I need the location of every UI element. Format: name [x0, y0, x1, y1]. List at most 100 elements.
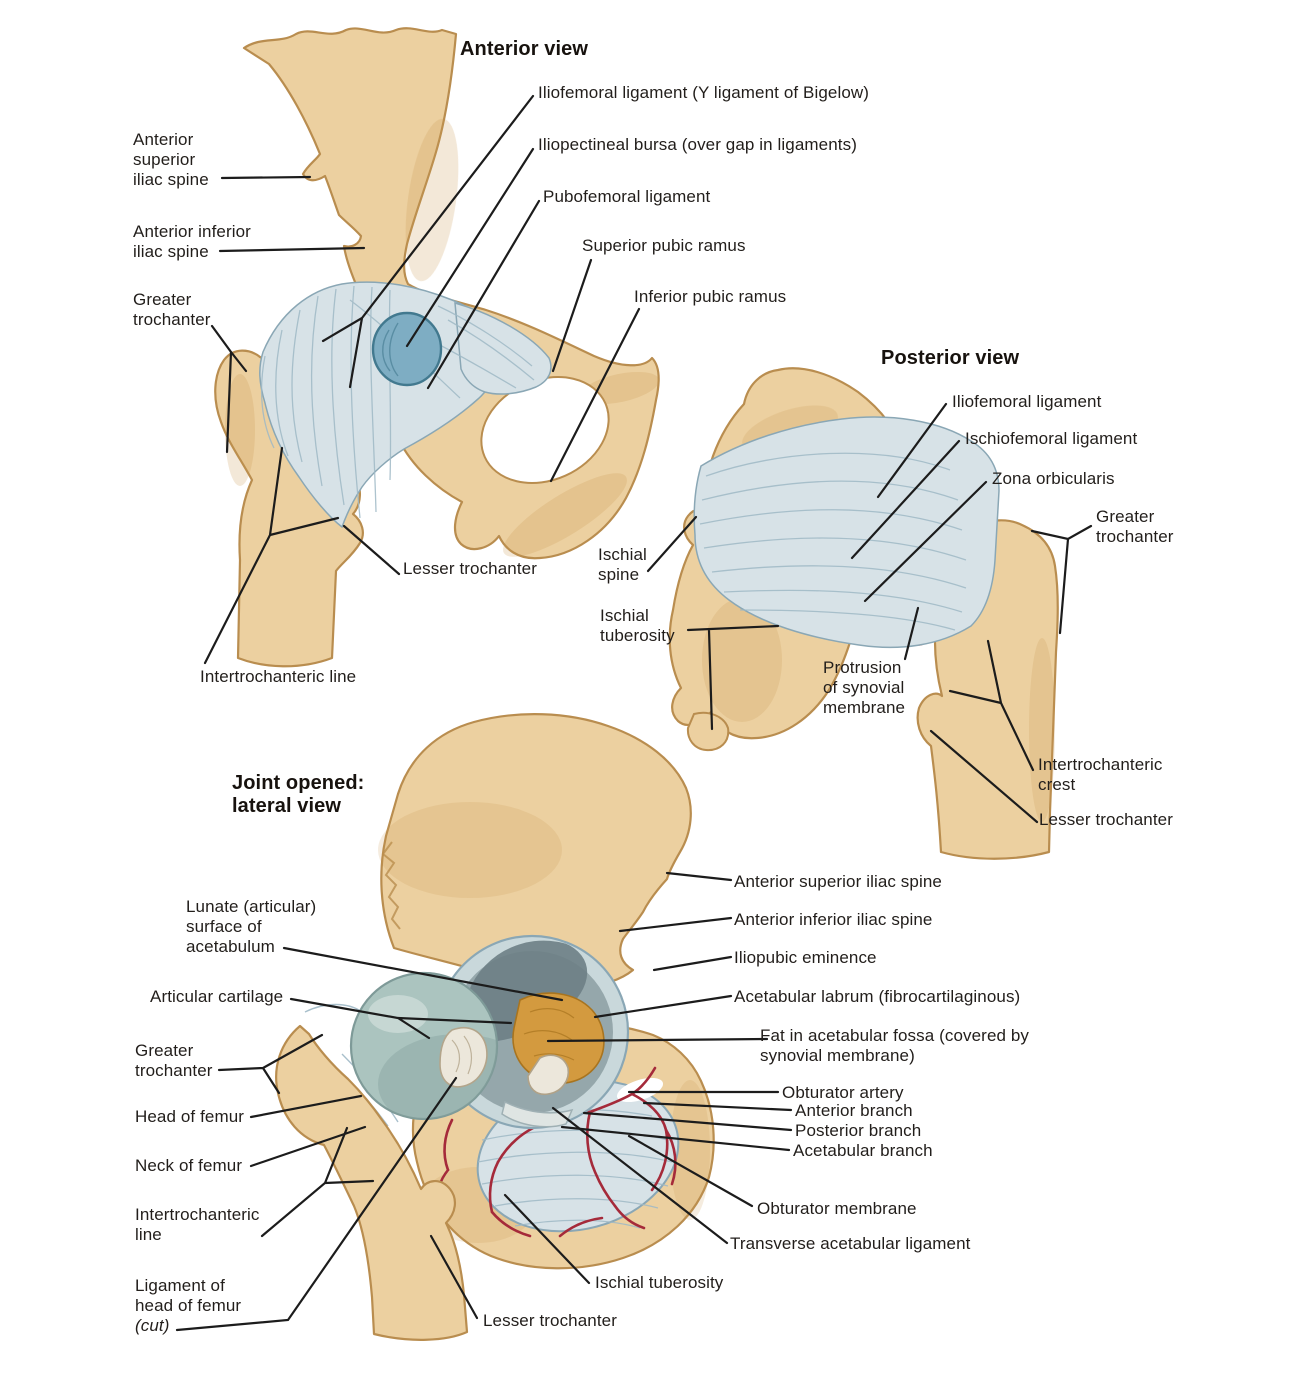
label-posterior-branch: Posterior branch	[795, 1121, 922, 1140]
leader-ischial-tuberosity-post	[686, 624, 780, 731]
leader-acetabular-labrum	[593, 994, 733, 1019]
leader-intertrochanteric-crest	[948, 639, 1035, 772]
label-lesser-trochanter-lat: Lesser trochanter	[483, 1311, 617, 1330]
posterior-view-title: Posterior view	[881, 347, 1020, 369]
leader-fat-in-fossa	[546, 1037, 769, 1043]
label-obturator-membrane: Obturator membrane	[757, 1199, 917, 1218]
label-iliopectineal-bursa: Iliopectineal bursa (over gap in ligamen…	[538, 135, 857, 154]
leader-asis-lat	[665, 871, 733, 882]
label-greater-trochanter-post: Greater trochanter	[1096, 507, 1174, 546]
anterior-view-art	[214, 27, 660, 668]
ligament-of-head-cut-text: (cut)	[135, 1316, 170, 1335]
leader-inferior-pubic-ramus	[549, 307, 641, 483]
label-neck-of-femur: Neck of femur	[135, 1156, 243, 1175]
label-acetabular-branch: Acetabular branch	[793, 1141, 933, 1160]
ligament-of-head-on-ball	[439, 1026, 488, 1088]
label-lesser-trochanter-post: Lesser trochanter	[1039, 810, 1173, 829]
leader-superior-pubic-ramus	[551, 258, 593, 373]
leader-zona-orbicularis	[863, 480, 988, 603]
leader-ischial-spine	[646, 515, 698, 573]
bursa-detail	[382, 322, 399, 377]
lateral-view-art	[275, 711, 730, 1341]
label-ischial-tuberosity-lat: Ischial tuberosity	[595, 1273, 724, 1292]
label-ligament-of-head: Ligament of head of femur(cut)	[135, 1276, 241, 1336]
label-ischial-spine: Ischial spine	[598, 545, 647, 584]
iliopectineal-bursa-shape	[371, 311, 443, 387]
leader-aiis	[218, 246, 366, 253]
leader-intertrochanteric-line-lat	[260, 1126, 375, 1238]
anterior-view-title: Anterior view	[460, 38, 588, 60]
label-intertrochanteric-line-ant: Intertrochanteric line	[200, 667, 357, 686]
label-lunate-surface: Lunate (articular) surface of acetabulum	[186, 897, 317, 956]
leader-lesser-trochanter-lat	[429, 1234, 479, 1320]
leader-iliofemoral	[321, 94, 535, 389]
label-aiis: Anterior inferior iliac spine	[133, 222, 251, 261]
ligament-streaks-posterior	[699, 452, 967, 631]
leader-obturator-membrane	[627, 1134, 754, 1208]
leader-lesser-trochanter-ant	[342, 524, 401, 576]
ligament-of-head-detail	[451, 1035, 473, 1075]
label-iliofemoral-ant: Iliofemoral ligament (Y ligament of Bige…	[538, 83, 870, 102]
fat-detail	[523, 1008, 575, 1061]
pubofemoral-ligament-shape	[454, 301, 552, 395]
femur-shade-anterior	[225, 374, 255, 486]
label-asis-lat: Anterior superior iliac spine	[734, 872, 942, 891]
leader-synovial-protrusion	[903, 606, 920, 661]
label-greater-trochanter-ant: Greater trochanter	[133, 290, 211, 329]
label-articular-cartilage: Articular cartilage	[150, 987, 284, 1006]
leader-posterior-branch	[582, 1111, 793, 1132]
ligament-of-head-text: Ligament of head of femur	[135, 1276, 242, 1315]
leader-ligament-of-head	[175, 1076, 458, 1332]
lateral-view-title: Joint opened: lateral view	[232, 772, 365, 817]
leader-iliopubic-eminence	[652, 955, 733, 972]
leader-greater-trochanter-ant	[210, 324, 248, 454]
label-acetabular-labrum: Acetabular labrum (fibrocartilaginous)	[734, 987, 1021, 1006]
leader-lesser-trochanter-post	[929, 729, 1039, 824]
leader-iliopectineal-bursa	[405, 147, 535, 348]
leader-lines	[175, 94, 1093, 1332]
label-iliopubic-eminence: Iliopubic eminence	[734, 948, 877, 967]
label-anterior-branch: Anterior branch	[795, 1101, 913, 1120]
label-obturator-artery: Obturator artery	[782, 1083, 904, 1102]
label-intertrochanteric-crest: Intertrochanteric crest	[1038, 755, 1163, 794]
ligament-of-head-stub	[527, 1054, 570, 1096]
label-aiis-lat: Anterior inferior iliac spine	[734, 910, 933, 929]
leader-ischiofemoral	[850, 439, 961, 560]
leader-neck-of-femur	[249, 1125, 367, 1168]
leader-iliofemoral-post	[876, 402, 948, 499]
leader-pubofemoral	[426, 199, 541, 390]
label-pubofemoral: Pubofemoral ligament	[543, 187, 711, 206]
label-intertrochanteric-line-lat: Intertrochanteric line	[135, 1205, 260, 1244]
leader-anterior-branch	[642, 1101, 793, 1112]
femoral-head-highlight	[368, 995, 428, 1033]
label-fat-in-fossa: Fat in acetabular fossa (covered by syno…	[760, 1026, 1030, 1065]
leader-head-of-femur	[249, 1094, 363, 1119]
leader-acetabular-branch	[560, 1125, 791, 1152]
transverse-ligament-shape	[501, 1100, 574, 1128]
iliac-crest-fragment	[686, 711, 730, 752]
leader-greater-trochanter-post	[1030, 524, 1093, 635]
label-ischial-tuberosity-post: Ischial tuberosity	[600, 606, 675, 645]
label-superior-pubic-ramus: Superior pubic ramus	[582, 236, 746, 255]
label-ischiofemoral: Ischiofemoral ligament	[965, 429, 1138, 448]
label-head-of-femur: Head of femur	[135, 1107, 245, 1126]
leader-aiis-lat	[618, 916, 733, 933]
label-transverse-ligament: Transverse acetabular ligament	[730, 1234, 971, 1253]
leader-intertrochanteric-line-ant	[203, 446, 340, 665]
label-lesser-trochanter-ant: Lesser trochanter	[403, 559, 537, 578]
leader-lunate-surface	[282, 946, 564, 1002]
label-iliofemoral-post: Iliofemoral ligament	[952, 392, 1102, 411]
leader-greater-trochanter-lat	[217, 1033, 324, 1095]
iliac-crest-jagged-edge	[381, 841, 401, 930]
ischiofemoral-ligament-shape	[693, 416, 1000, 649]
label-zona-orbicularis: Zona orbicularis	[992, 469, 1115, 488]
leader-articular-cartilage	[289, 997, 513, 1040]
label-greater-trochanter-lat: Greater trochanter	[135, 1041, 213, 1080]
label-inferior-pubic-ramus: Inferior pubic ramus	[634, 287, 787, 306]
label-synovial-protrusion: Protrusion of synovial membrane	[823, 658, 906, 717]
ligament-streaks-anterior	[260, 285, 535, 519]
leader-asis	[220, 175, 312, 180]
label-asis: Anterior superior iliac spine	[133, 130, 209, 189]
